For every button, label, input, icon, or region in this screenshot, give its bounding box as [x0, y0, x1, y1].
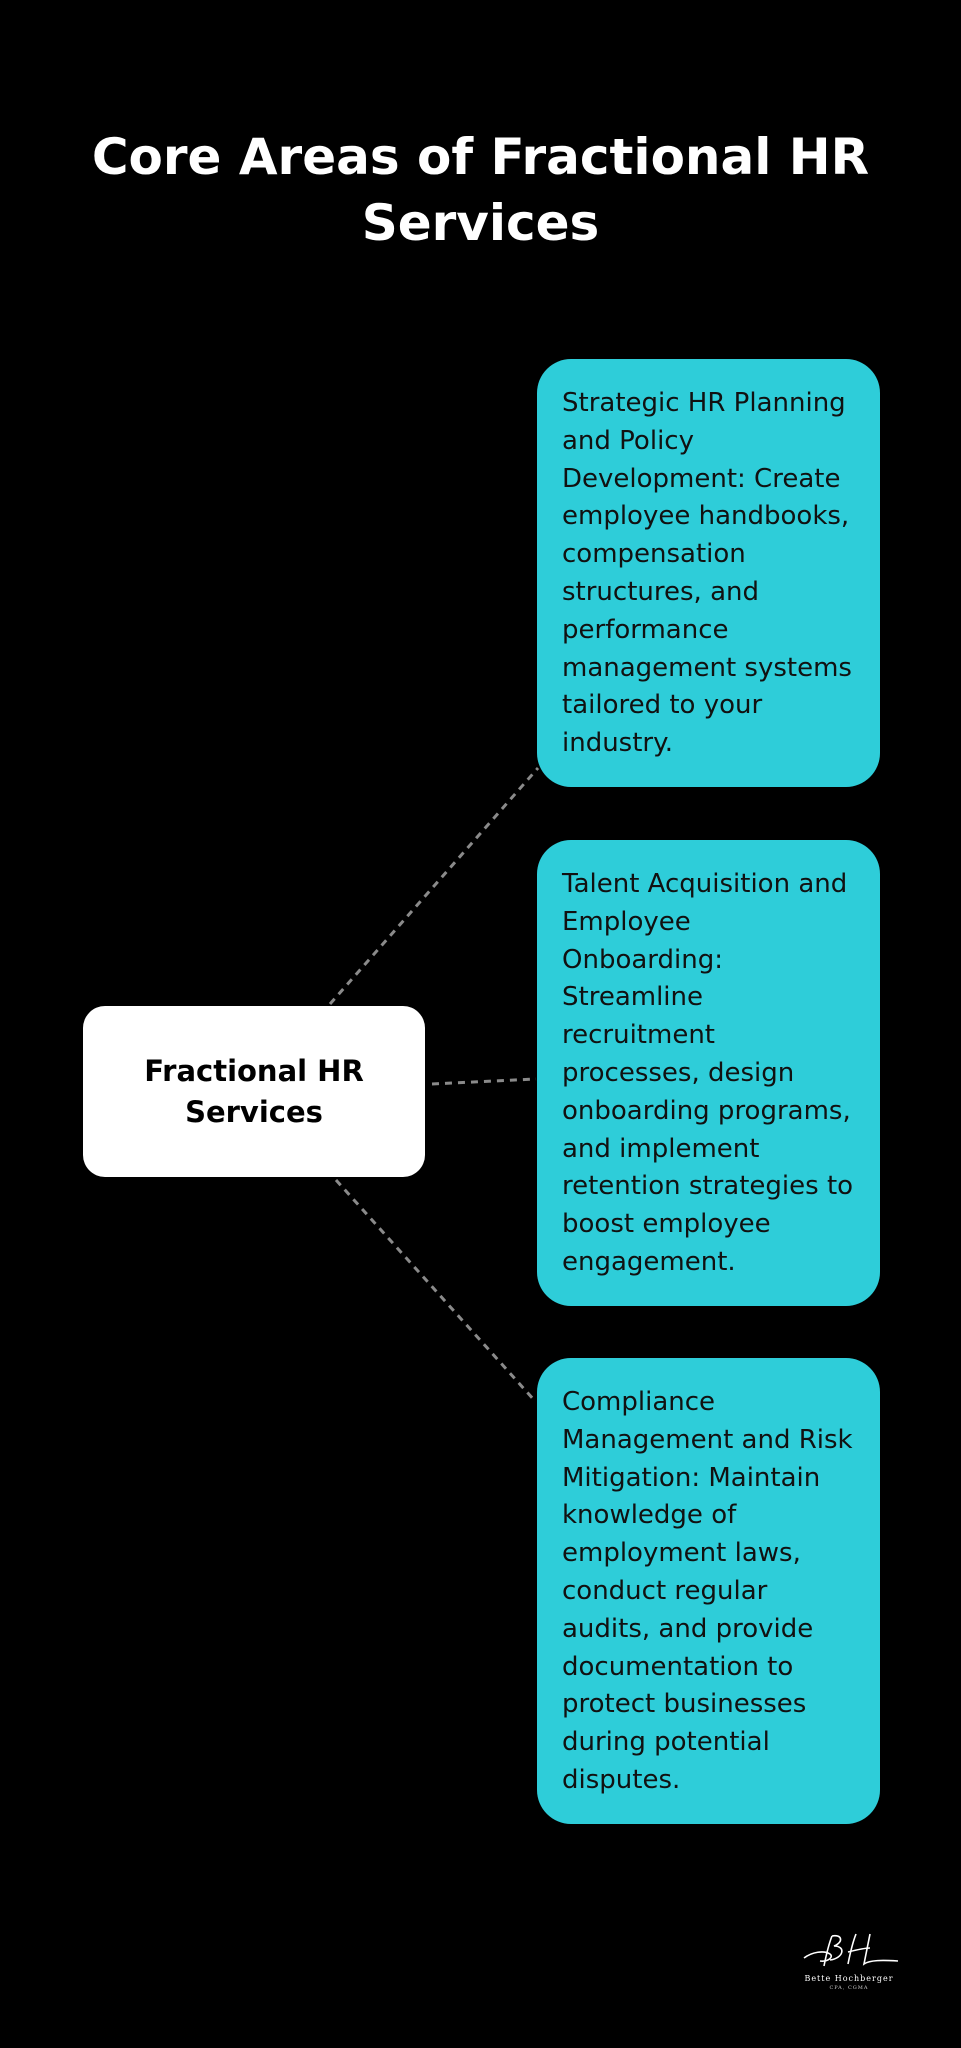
- signature-name: Bette Hochberger: [804, 1974, 894, 1983]
- signature-logo: Bette Hochberger CPA, CGMA: [790, 1930, 908, 1992]
- branch-card-text: Talent Acquisition and Employee Onboardi…: [562, 869, 854, 1277]
- branch-card-text: Compliance Management and Risk Mitigatio…: [562, 1387, 853, 1795]
- connector-line-1: [328, 767, 540, 1005]
- branch-card-strategic-hr: Strategic HR Planning and Policy Develop…: [537, 359, 880, 787]
- page-title: Core Areas of Fractional HR Services: [91, 127, 870, 252]
- branch-card-compliance: Compliance Management and Risk Mitigatio…: [537, 1358, 880, 1824]
- connector-line-3: [334, 1178, 537, 1403]
- center-node-label: Fractional HR Services: [144, 1053, 364, 1129]
- connector-line-2: [431, 1077, 537, 1086]
- signature-credentials: CPA, CGMA: [829, 1985, 869, 1991]
- branch-card-talent-acquisition: Talent Acquisition and Employee Onboardi…: [537, 840, 880, 1306]
- center-node: Fractional HR Services: [83, 1006, 425, 1177]
- branch-card-text: Strategic HR Planning and Policy Develop…: [562, 388, 852, 759]
- signature-monogram-icon: [803, 1933, 899, 1967]
